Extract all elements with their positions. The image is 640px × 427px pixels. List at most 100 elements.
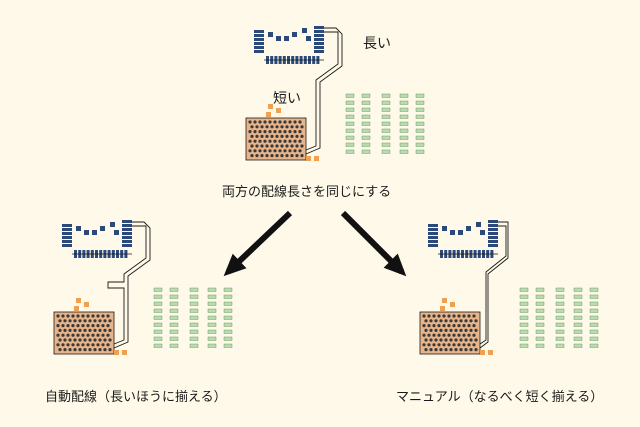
- bga-ball: [293, 120, 297, 124]
- bga-ball: [290, 144, 294, 148]
- small-pad: [76, 226, 81, 231]
- bga-ball: [275, 144, 279, 148]
- bga-ball: [106, 343, 110, 347]
- green-pad: [189, 301, 199, 306]
- green-pad: [345, 128, 355, 133]
- bga-body: [53, 311, 115, 355]
- green-pad: [573, 294, 583, 299]
- bga-ball: [250, 144, 254, 148]
- bga-ball: [258, 139, 262, 143]
- bga-ball: [474, 338, 478, 342]
- green-pad: [189, 336, 199, 341]
- trace-a: [479, 221, 509, 349]
- bga-ball: [288, 139, 292, 143]
- ic-pin: [122, 244, 132, 247]
- ic-cluster: [62, 220, 132, 258]
- green-pad: [399, 149, 409, 154]
- green-pad: [381, 107, 391, 112]
- green-pad: [223, 294, 233, 299]
- bga-ball: [288, 120, 292, 124]
- bga-ball: [447, 333, 451, 337]
- bga-ball: [427, 314, 431, 318]
- ic-pin: [314, 50, 324, 53]
- green-pad: [345, 114, 355, 119]
- bga-ball: [258, 149, 262, 153]
- bga-ball: [457, 314, 461, 318]
- green-pad: [589, 301, 599, 306]
- bga-ball: [76, 333, 80, 337]
- bga-ball: [96, 343, 100, 347]
- bga-ball: [300, 144, 304, 148]
- bga-ball: [424, 338, 428, 342]
- orange-pad: [440, 306, 445, 311]
- arrow-to-manual: [340, 210, 407, 277]
- bga-ball: [439, 328, 443, 332]
- bga-ball: [103, 319, 107, 323]
- ic-cluster: [428, 220, 498, 258]
- bga-ball: [56, 333, 60, 337]
- bga-ball: [103, 338, 107, 342]
- orange-pad: [442, 298, 447, 303]
- green-pad: [415, 149, 425, 154]
- bga-ball: [66, 314, 70, 318]
- bga-ball: [83, 319, 87, 323]
- bga-ball: [268, 149, 272, 153]
- bga-ball: [101, 343, 105, 347]
- green-pad: [519, 322, 529, 327]
- bga-ball: [61, 343, 65, 347]
- ic-pin: [254, 50, 264, 53]
- label-long: 長い: [363, 36, 391, 52]
- bga-ball: [101, 333, 105, 337]
- bga-ball: [452, 314, 456, 318]
- green-pad: [399, 93, 409, 98]
- bga-ball: [260, 144, 264, 148]
- bga-ball: [454, 348, 458, 352]
- green-pad: [519, 308, 529, 313]
- bga-ball: [68, 338, 72, 342]
- bga-ball: [268, 120, 272, 124]
- ic-pin: [488, 244, 498, 247]
- bga-ball: [93, 328, 97, 332]
- bga-ball: [293, 139, 297, 143]
- small-pad: [306, 36, 311, 41]
- bga-ball: [432, 343, 436, 347]
- trace-short: [305, 31, 339, 151]
- green-pad: [573, 308, 583, 313]
- bga-ball: [278, 149, 282, 153]
- small-pad: [450, 230, 455, 235]
- ic-pin: [428, 228, 438, 231]
- bga-ball: [106, 324, 110, 328]
- bga-ball: [96, 314, 100, 318]
- green-pad: [169, 287, 179, 292]
- green-pad: [399, 142, 409, 147]
- ic-pin: [254, 38, 264, 41]
- bga-ball: [457, 324, 461, 328]
- green-pad: [153, 287, 163, 292]
- green-pad: [207, 343, 217, 348]
- green-pad: [223, 308, 233, 313]
- bga-ball: [91, 333, 95, 337]
- bga-ball: [98, 338, 102, 342]
- bga-ball: [280, 144, 284, 148]
- green-pad: [555, 329, 565, 334]
- bga-ball: [263, 130, 267, 134]
- green-pad: [361, 93, 371, 98]
- bga-ball: [56, 343, 60, 347]
- bga-ball: [86, 324, 90, 328]
- small-pad: [476, 222, 481, 227]
- ic-pin: [314, 38, 324, 41]
- caption-equal-length: 両方の配線長さを同じにする: [222, 185, 392, 200]
- bga-ball: [283, 130, 287, 134]
- bga-ball: [464, 348, 468, 352]
- ic-pin: [62, 244, 72, 247]
- green-pad: [573, 301, 583, 306]
- green-pad: [573, 287, 583, 292]
- trace-long: [305, 27, 343, 155]
- small-pad: [92, 230, 97, 235]
- bga-ball: [454, 319, 458, 323]
- bga-ball: [68, 319, 72, 323]
- green-pad: [555, 336, 565, 341]
- bga-ball: [290, 154, 294, 158]
- bga-ball: [273, 149, 277, 153]
